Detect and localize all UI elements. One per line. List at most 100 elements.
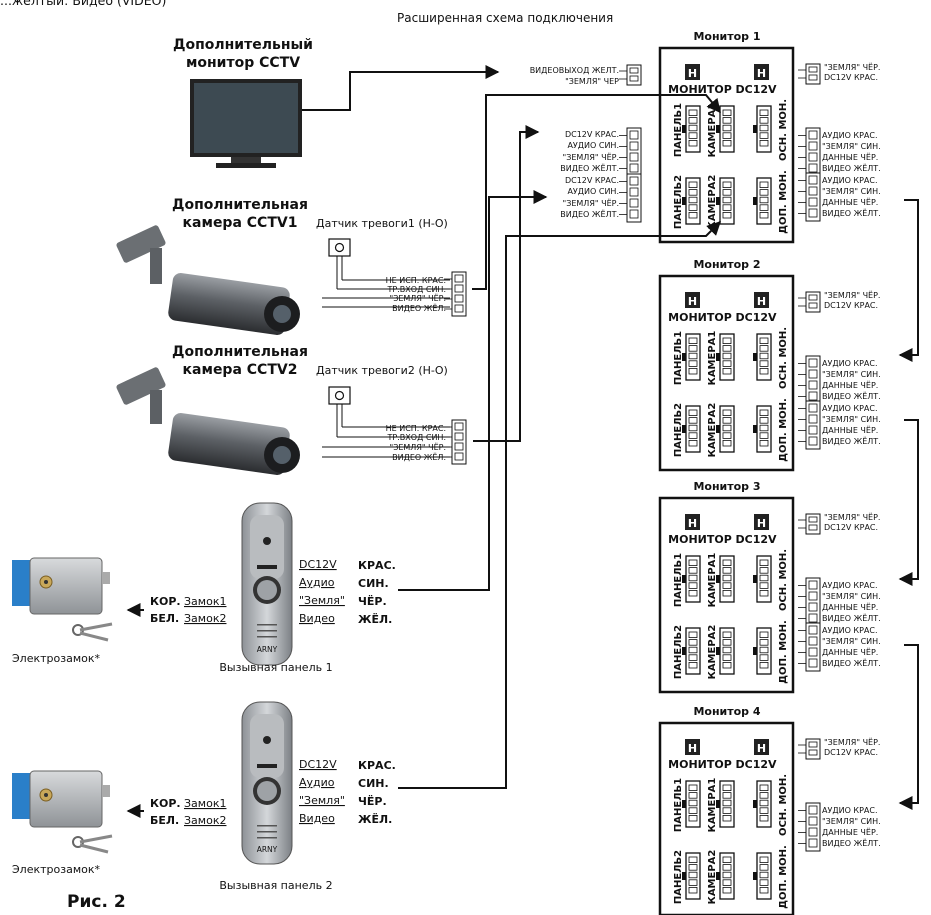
panel2-signal-1: DC12V — [299, 758, 337, 771]
socket-osn — [753, 780, 772, 828]
sensor1-wire-3: "ЗЕМЛЯ" ЧЁР. — [390, 293, 446, 303]
panel1-signal-4: Видео — [299, 612, 335, 625]
bus-connector-dop — [798, 172, 821, 222]
h-icon: H — [688, 517, 697, 530]
bus-osn-wire-4: ВИДЕО ЖЁЛТ. — [822, 163, 881, 173]
label-panel2: ПАНЕЛЬ2 — [673, 625, 684, 679]
panel2-signal-3: "Земля" — [299, 794, 345, 807]
sensor1-wire-1: НЕ ИСП. КРАС. — [386, 276, 446, 285]
label-dop: ДОП. МОН. — [778, 845, 789, 909]
extra-monitor-wire-2: "ЗЕМЛЯ" ЧЕР — [565, 77, 619, 86]
panel2-brand: ARNY — [257, 845, 278, 854]
bus-osn-wire-2: "ЗЕМЛЯ" СИН. — [822, 370, 881, 379]
bus-dop-wire-2: "ЗЕМЛЯ" СИН. — [822, 415, 881, 424]
power-connector — [798, 513, 821, 535]
label-panel1: ПАНЕЛЬ1 — [673, 331, 684, 385]
extra-monitor-route — [302, 65, 500, 111]
label-dc12v: DC12V — [735, 83, 777, 96]
label-osn: ОСН. МОН. — [778, 327, 789, 389]
panel2-signal-4: Видео — [299, 812, 335, 825]
socket-dop — [753, 177, 772, 225]
bus-connector-dop — [798, 622, 821, 672]
call-panel2-icon — [241, 701, 293, 865]
electric-lock2-icon — [12, 770, 113, 854]
bus-dop-wire-3: ДАННЫЕ ЧЁР. — [822, 647, 878, 657]
bus-dop-wire-2: "ЗЕМЛЯ" СИН. — [822, 637, 881, 646]
power-wire-2: DC12V КРАС. — [824, 748, 878, 757]
socket-osn — [753, 555, 772, 603]
power-wire-2: DC12V КРАС. — [824, 73, 878, 82]
panel2-color-4: ЖЁЛ. — [358, 812, 392, 826]
bus-m1-m2 — [898, 199, 919, 362]
bus-osn-wire-2: "ЗЕМЛЯ" СИН. — [822, 592, 881, 601]
bus-connector-osn — [798, 355, 821, 405]
sensor2-wire-4: ВИДЕО ЖЁЛ. — [392, 452, 446, 462]
cam2-wire-1: DC12V КРАС. — [565, 176, 619, 185]
bus-osn-wire-1: АУДИО КРАС. — [822, 581, 878, 590]
figure-label: Рис. 2 — [67, 892, 126, 912]
label-panel2: ПАНЕЛЬ2 — [673, 403, 684, 457]
label-camera1: КАМЕРА1 — [707, 331, 718, 386]
h-icon: H — [688, 742, 697, 755]
sensor1-icon — [322, 238, 450, 308]
sensor2-connector — [444, 419, 467, 465]
lock1-wire2-color: БЕЛ. — [150, 612, 179, 625]
sensor2-wire-2: ТР.ВХОД СИН. — [387, 433, 446, 442]
power-wire-2: DC12V КРАС. — [824, 301, 878, 310]
h-icon: H — [757, 742, 766, 755]
h-icon: H — [757, 517, 766, 530]
bus-connector-osn — [798, 802, 821, 852]
lock2-caption: Электрозамок* — [12, 863, 101, 876]
monitor-title: Монитор 1 — [693, 30, 760, 43]
bus-osn-wire-4: ВИДЕО ЖЁЛТ. — [822, 838, 881, 848]
bus-dop-wire-4: ВИДЕО ЖЁЛТ. — [822, 208, 881, 218]
h-icon: H — [688, 67, 697, 80]
lock2-wire1-color: КОР. — [150, 797, 181, 810]
sensor2-icon — [322, 386, 450, 458]
cam1-wire-1: DC12V КРАС. — [565, 130, 619, 139]
socket-camera1 — [716, 780, 735, 828]
socket-camera2 — [716, 627, 735, 675]
label-camera1: КАМЕРА1 — [707, 553, 718, 608]
socket-panel2 — [682, 852, 701, 900]
bus-osn-wire-2: "ЗЕМЛЯ" СИН. — [822, 142, 881, 151]
label-osn: ОСН. МОН. — [778, 99, 789, 161]
socket-dop — [753, 852, 772, 900]
label-monitor: МОНИТОР — [668, 758, 732, 771]
socket-panel2 — [682, 627, 701, 675]
label-osn: ОСН. МОН. — [778, 774, 789, 836]
panel1-signal-3: "Земля" — [299, 594, 345, 607]
diagram-header: Расширенная схема подключения — [397, 11, 613, 25]
power-wire-1: "ЗЕМЛЯ" ЧЁР. — [824, 512, 880, 522]
panel2-color-1: КРАС. — [358, 759, 396, 772]
label-dop: ДОП. МОН. — [778, 398, 789, 462]
panel2-route — [398, 221, 721, 789]
power-connector — [798, 291, 821, 313]
label-osn: ОСН. МОН. — [778, 549, 789, 611]
extra-monitor-line2: монитор CCTV — [186, 55, 300, 71]
lock1-wire1-color: КОР. — [150, 595, 181, 608]
label-camera1: КАМЕРА1 — [707, 103, 718, 158]
bus-connector-osn — [798, 577, 821, 627]
top-caption: ...жёлтый: Видео (VIDEO) — [0, 0, 166, 8]
label-camera2: КАМЕРА2 — [707, 850, 718, 905]
camera1-connector — [619, 127, 642, 177]
panel2-signal-2: Аудио — [299, 776, 335, 789]
label-dop: ДОП. МОН. — [778, 620, 789, 684]
socket-osn — [753, 333, 772, 381]
label-monitor: МОНИТОР — [668, 83, 732, 96]
cctv-monitor-icon — [190, 79, 302, 168]
extra-monitor-wire-1: ВИДЕОВЫХОД ЖЕЛТ. — [530, 66, 619, 75]
power-wire-2: DC12V КРАС. — [824, 523, 878, 532]
label-monitor: МОНИТОР — [668, 533, 732, 546]
lock1-wire1-name: Замок1 — [184, 595, 226, 608]
sensor1-route — [472, 94, 721, 290]
bus-dop-wire-4: ВИДЕО ЖЁЛТ. — [822, 436, 881, 446]
bus-osn-wire-2: "ЗЕМЛЯ" СИН. — [822, 817, 881, 826]
cam2-wire-2: АУДИО СИН. — [567, 187, 619, 196]
sensor2-label: Датчик тревоги2 (Н-О) — [316, 364, 448, 377]
socket-osn — [753, 105, 772, 153]
